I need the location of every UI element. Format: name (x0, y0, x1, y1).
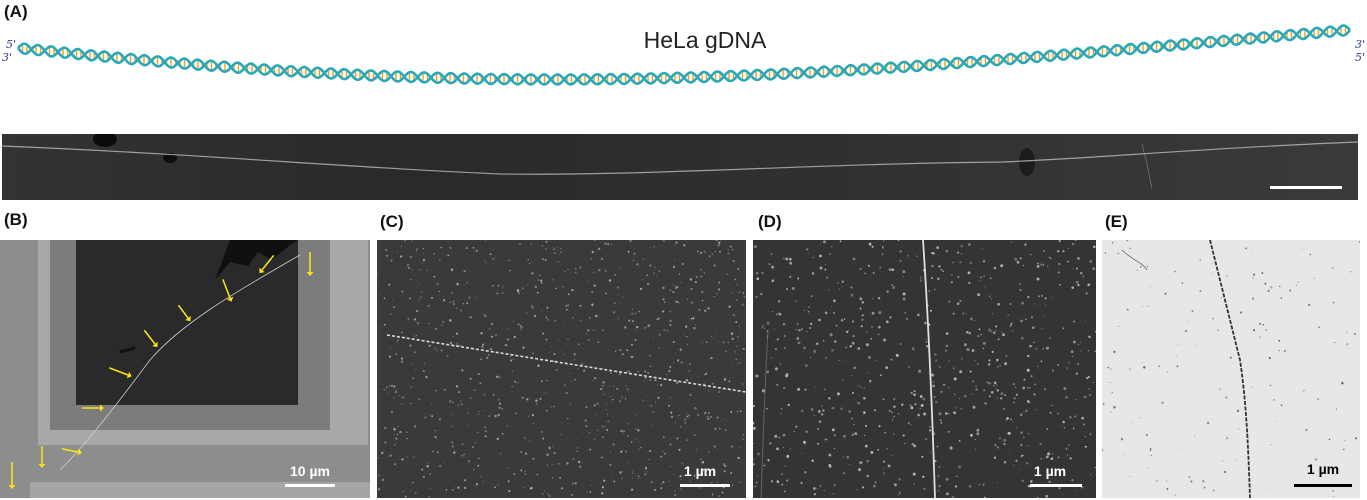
panel-label-d: (D) (758, 212, 782, 231)
scale-label-b: 10 µm (290, 463, 330, 479)
scale-label-e: 1 µm (1306, 461, 1340, 477)
pointer-arrow-icon (82, 404, 104, 412)
panel-e-micrograph: 1 µm (1102, 240, 1360, 498)
pointer-arrow-icon (109, 367, 132, 379)
pointer-arrow-icon (8, 462, 16, 489)
scale-bar-a (1270, 186, 1342, 189)
panel-c-micrograph: 1 µm (377, 240, 746, 498)
scale-bar-b (285, 484, 335, 487)
pointer-arrow-icon (143, 329, 158, 348)
dna-fiber (1209, 240, 1251, 498)
panel-b-micrograph-image (0, 240, 370, 498)
panel-label-c: (C) (380, 212, 404, 231)
helix-strand-2 (17, 25, 1352, 86)
scale-label-c: 1 µm (683, 463, 717, 479)
dark-smudge (1019, 148, 1035, 176)
panel-label-e: (E) (1105, 212, 1128, 231)
panel-b-arrows (8, 252, 314, 489)
panel-e-micrograph-image (1102, 240, 1360, 498)
dark-blob (93, 134, 117, 147)
dark-blob (163, 153, 177, 163)
dna-fiber (2, 141, 1358, 175)
left-top-end-label: 5' (6, 38, 17, 51)
pointer-arrow-icon (38, 446, 46, 468)
panel-b-micrograph: 10 µm (0, 240, 370, 498)
panel-label-a: (A) (4, 2, 28, 21)
scale-bar-e (1294, 484, 1352, 487)
left-bottom-end-label: 3' (2, 51, 13, 64)
pointer-arrow-icon (306, 252, 314, 276)
dark-window (76, 240, 298, 405)
pointer-arrow-icon (222, 279, 234, 302)
pointer-arrow-icon (177, 304, 191, 322)
panel-label-b: (B) (4, 210, 28, 229)
scale-bar-d (1030, 484, 1082, 487)
panel-a-micrograph-image (2, 134, 1358, 200)
dna-double-helix-illustration (16, 24, 1352, 86)
dna-fiber (922, 240, 936, 498)
scale-label-d: 1 µm (1033, 463, 1067, 479)
pointer-arrow-icon (259, 254, 275, 274)
right-top-end-label: 3' (1355, 38, 1366, 51)
pointer-arrow-icon (61, 448, 82, 456)
panel-d-micrograph-image (753, 240, 1096, 498)
right-bottom-end-label: 5' (1355, 51, 1366, 64)
panel-c-micrograph-image (377, 240, 746, 498)
panel-a-title: HeLa gDNA (643, 27, 767, 53)
scale-bar-c (680, 484, 730, 487)
panel-d-micrograph: 1 µm (753, 240, 1096, 498)
panel-a-micrograph (2, 134, 1358, 200)
dna-fiber (386, 334, 746, 393)
